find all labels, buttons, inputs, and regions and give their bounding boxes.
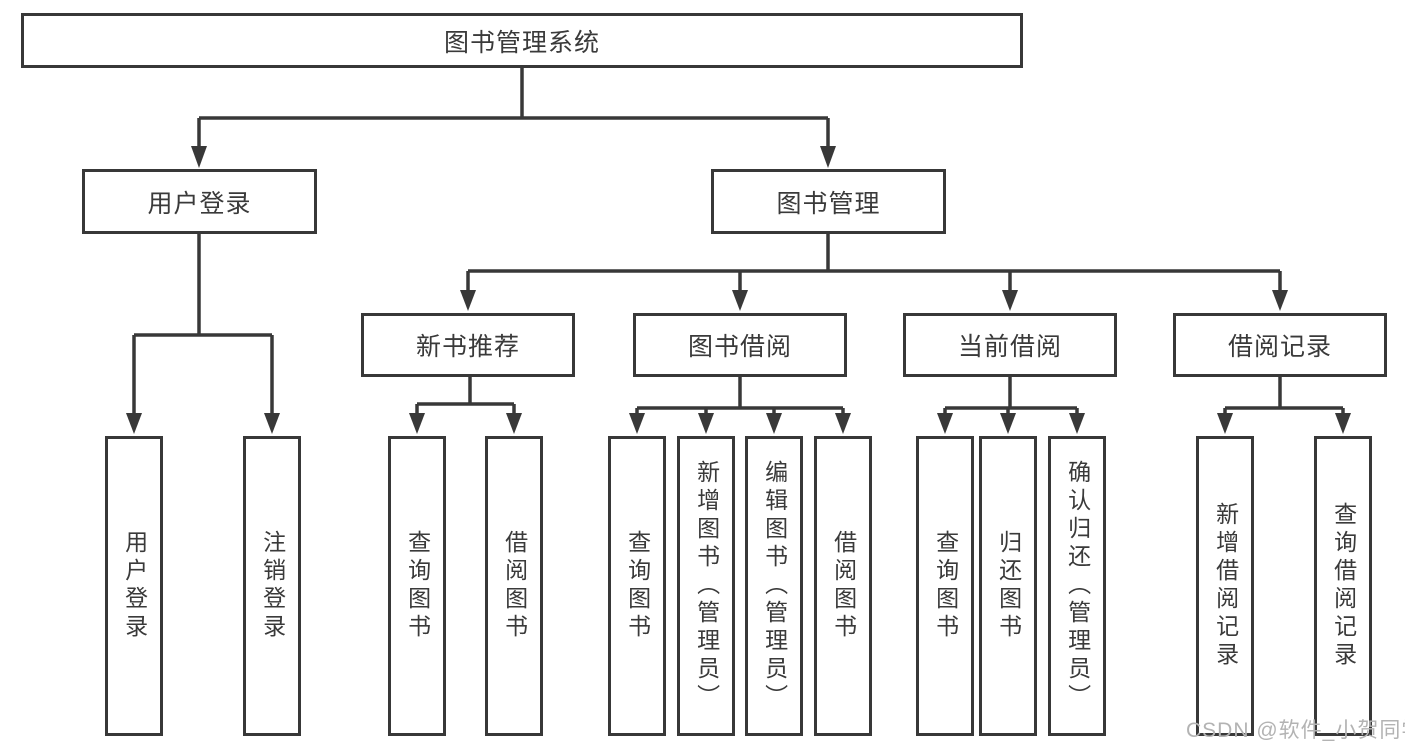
connector-user-login-children [132, 233, 274, 416]
leaf-label: 查询借阅记录 [1330, 502, 1357, 670]
connector-current-borrow-children [943, 377, 1079, 416]
leaf-label: 借阅图书 [501, 530, 528, 642]
node-new-book-recommend-label: 新书推荐 [415, 333, 520, 361]
leaf-borrow-books: 借阅图书 [814, 436, 872, 736]
leaf-label: 查询图书 [932, 530, 959, 642]
leaf-add-borrow-record: 新增借阅记录 [1196, 436, 1254, 736]
node-book-borrow: 图书借阅 [633, 313, 847, 377]
leaf-query-books-recommend: 查询图书 [388, 436, 446, 736]
leaf-user-login: 用户登录 [105, 436, 163, 736]
leaf-logout: 注销登录 [243, 436, 301, 736]
connector-new-book-recommend-children [415, 377, 516, 416]
leaf-borrow-books-recommend: 借阅图书 [485, 436, 543, 736]
leaf-query-books-borrow: 查询图书 [608, 436, 666, 736]
connector-book-management-children [466, 234, 1282, 293]
node-current-borrow-label: 当前借阅 [957, 333, 1062, 361]
leaf-add-book-admin: 新增图书（管理员） [677, 436, 735, 736]
arrowheads [126, 146, 1351, 434]
leaf-label: 用户登录 [121, 530, 148, 642]
leaf-label: 归还图书 [995, 530, 1022, 642]
leaf-label: 新增图书（管理员） [693, 460, 720, 712]
node-book-management: 图书管理 [711, 169, 946, 234]
node-book-borrow-label: 图书借阅 [687, 333, 792, 361]
node-book-management-label: 图书管理 [776, 189, 881, 218]
node-new-book-recommend: 新书推荐 [361, 313, 575, 377]
leaf-return-books: 归还图书 [979, 436, 1037, 736]
connector-borrow-records-children [1223, 377, 1345, 416]
leaf-label: 查询图书 [404, 530, 431, 642]
node-root: 图书管理系统 [21, 13, 1023, 68]
node-user-login-label: 用户登录 [147, 189, 252, 218]
node-borrow-records-label: 借阅记录 [1227, 333, 1332, 361]
connector-book-borrow-children [635, 377, 845, 416]
leaf-label: 查询图书 [624, 530, 651, 642]
leaf-query-books-current: 查询图书 [916, 436, 974, 736]
leaf-label: 新增借阅记录 [1212, 502, 1239, 670]
csdn-watermark: CSDN @软件_小贺同学 [1186, 719, 1405, 742]
leaf-edit-book-admin: 编辑图书（管理员） [745, 436, 803, 736]
leaf-label: 编辑图书（管理员） [761, 460, 788, 712]
node-borrow-records: 借阅记录 [1173, 313, 1387, 377]
leaf-label: 确认归还（管理员） [1064, 460, 1091, 712]
leaf-label: 注销登录 [259, 530, 286, 642]
leaf-label: 借阅图书 [830, 530, 857, 642]
node-user-login: 用户登录 [82, 169, 317, 234]
leaf-confirm-return-admin: 确认归还（管理员） [1048, 436, 1106, 736]
node-current-borrow: 当前借阅 [903, 313, 1117, 377]
leaf-query-borrow-record: 查询借阅记录 [1314, 436, 1372, 736]
connector-root-to-level2 [197, 66, 830, 146]
node-root-label: 图书管理系统 [443, 28, 600, 57]
